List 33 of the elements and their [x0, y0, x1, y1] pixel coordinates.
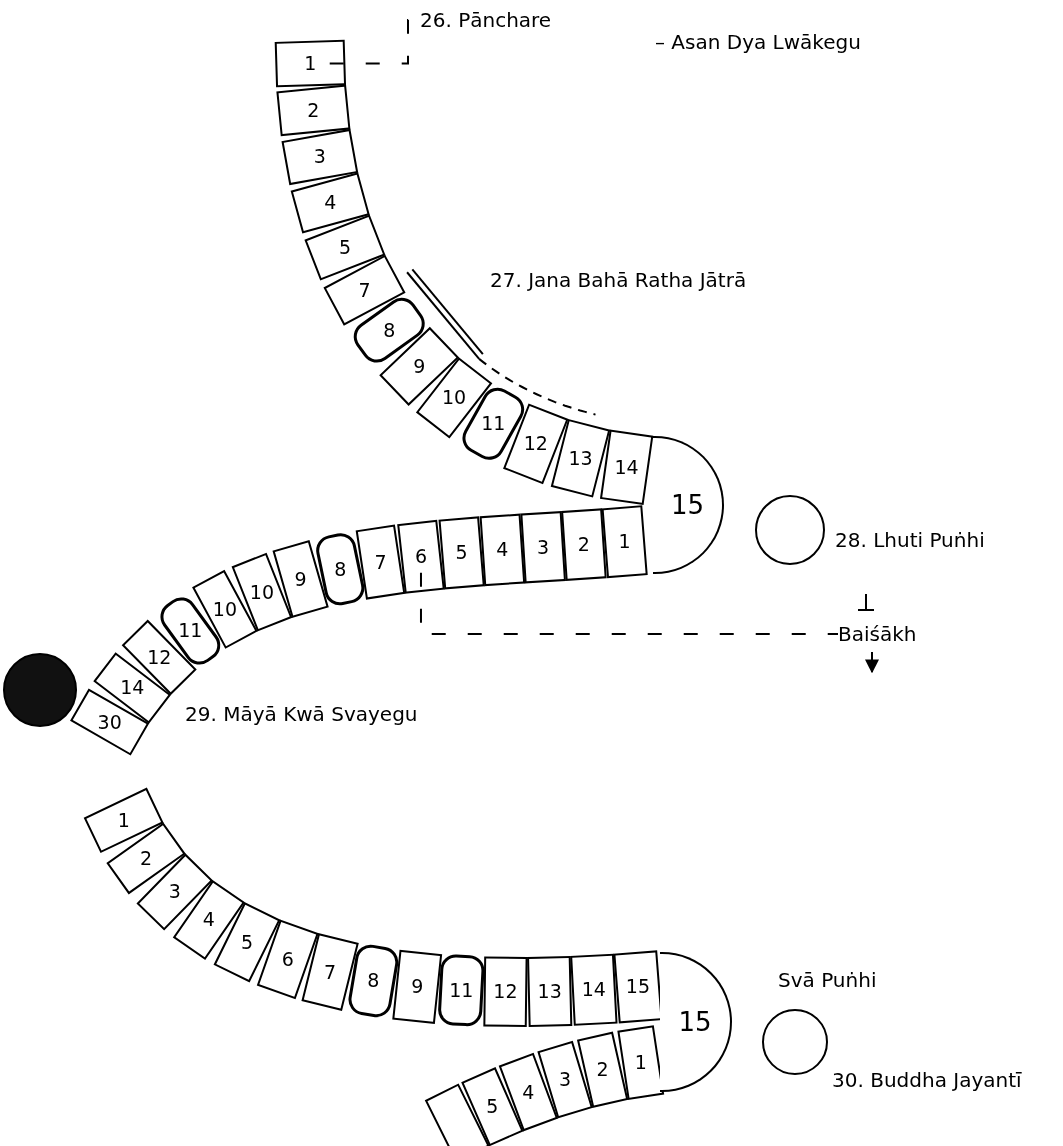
day-cell: 6: [273, 945, 302, 974]
day-cell: 5: [480, 1094, 505, 1120]
festival-label: Baiśākh: [838, 622, 917, 646]
day-cell: 30: [97, 710, 122, 734]
marked-day-cell: 11: [479, 410, 508, 438]
day-cell: 7: [350, 276, 379, 305]
day-cell: 12: [148, 646, 171, 669]
festival-label: 27. Jana Bahā Ratha Jātrā: [490, 268, 747, 292]
day-cell: 4: [515, 1079, 541, 1105]
festival-label: Svā Puṅhi: [778, 968, 877, 992]
day-cell: 9: [287, 565, 315, 593]
day-cell: 5: [233, 929, 261, 956]
day-cell: 2: [589, 1056, 616, 1084]
festival-label: 28. Lhuti Puṅhi: [835, 528, 985, 552]
day-cell: 12: [521, 429, 551, 459]
day-cell: 9: [406, 353, 433, 380]
day-cell: 1: [110, 807, 137, 834]
day-cell: 2: [133, 846, 159, 871]
day-cell: 10: [213, 597, 237, 622]
festival-label: 29. Māyā Kwā Svayegu: [185, 702, 418, 726]
marked-day-cell: 11: [178, 619, 202, 643]
marked-day-cell: 8: [375, 316, 403, 344]
leader-line: [420, 571, 839, 635]
day-cell: 10: [249, 579, 275, 605]
festival-label: 26. Pānchare: [420, 8, 552, 32]
day-cell: 4: [196, 907, 222, 933]
day-cell: 14: [120, 676, 144, 700]
day-cell: 3: [162, 880, 187, 904]
day-cell: 3: [552, 1066, 579, 1093]
day-cell: 5: [330, 232, 360, 263]
festival-label: 30. Buddha Jayantī: [832, 1068, 1022, 1092]
day-cell: 10: [440, 384, 468, 412]
festival-label: – Asan Dya Lwākegu: [655, 30, 861, 54]
